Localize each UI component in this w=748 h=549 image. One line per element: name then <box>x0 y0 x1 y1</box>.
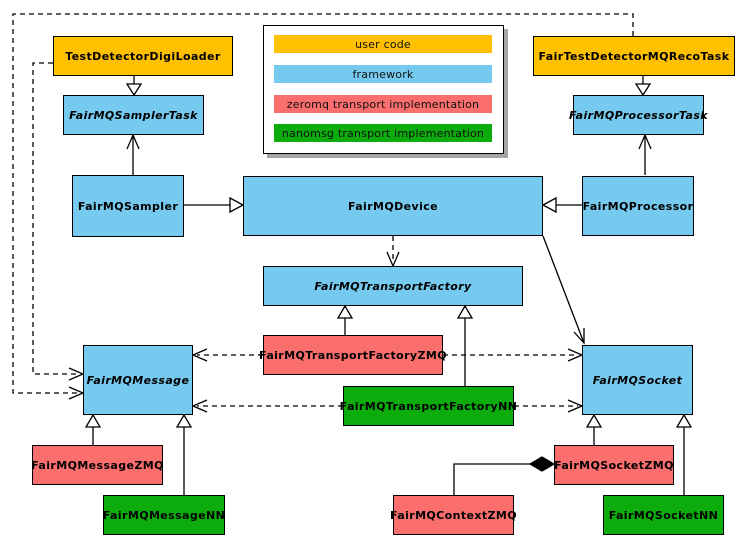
node-label: FairMQSampler <box>77 199 179 213</box>
node-fairmqcontextzmq: FairMQContextZMQ <box>390 495 517 535</box>
edge-processor-processortask <box>638 133 652 175</box>
edge-factoryzmq-socket <box>443 348 584 362</box>
legend-box: user code framework zeromq transport imp… <box>263 25 504 154</box>
edge-factoryzmq-message <box>191 348 263 362</box>
node-fairmqtransportfactoryzmq: FairMQTransportFactoryZMQ <box>259 335 447 375</box>
node-label: FairMQMessageZMQ <box>31 458 164 472</box>
node-fairmqsamplertask: FairMQSamplerTask <box>63 95 204 135</box>
edge-factorynn-factory <box>456 304 474 386</box>
legend-item-framework: framework <box>274 65 492 83</box>
node-testdetectordigiloader: TestDetectorDigiLoader <box>53 36 233 76</box>
node-label: FairMQTransportFactoryNN <box>339 399 518 413</box>
node-fairmqprocessortask: FairMQProcessorTask <box>569 95 708 135</box>
node-fairmqsocketnn: FairMQSocketNN <box>603 495 724 535</box>
node-fairmqtransportfactorynn: FairMQTransportFactoryNN <box>340 386 517 426</box>
node-fairmqsampler: FairMQSampler <box>72 175 184 237</box>
node-label: FairMQTransportFactoryZMQ <box>259 348 447 362</box>
edge-contextzmq-socketzmq <box>453 456 556 495</box>
legend-item-user-code: user code <box>274 35 492 53</box>
node-label: FairMQMessage <box>86 373 190 387</box>
edge-socketzmq-socket <box>585 413 603 445</box>
node-label: FairMQProcessorTask <box>569 108 709 122</box>
legend-label: zeromq transport implementation <box>286 97 480 111</box>
node-fairmqmessage: FairMQMessage <box>83 345 193 415</box>
edge-messagenn-message <box>175 413 193 495</box>
node-fairmqdevice: FairMQDevice <box>243 176 543 236</box>
legend-label: user code <box>355 37 411 51</box>
node-fairmqsocketzmq: FairMQSocketZMQ <box>554 445 674 485</box>
node-label: FairMQSamplerTask <box>69 108 198 122</box>
node-label: TestDetectorDigiLoader <box>65 49 221 63</box>
legend-item-nanomsg: nanomsg transport implementation <box>274 124 492 142</box>
edge-socketnn-socket <box>675 413 693 495</box>
node-fairmqprocessor: FairMQProcessor <box>582 176 694 236</box>
node-fairmqsocket: FairMQSocket <box>582 345 693 415</box>
edge-factorynn-message <box>191 399 343 413</box>
edge-sampler-samplertask <box>126 133 140 175</box>
edge-sampler-device <box>184 196 245 214</box>
edge-digiloader-samplertask <box>125 76 143 97</box>
legend-item-zeromq: zeromq transport implementation <box>274 95 492 113</box>
node-label: FairMQProcessor <box>582 199 694 213</box>
node-label: FairMQDevice <box>347 199 439 213</box>
edge-factorynn-socket <box>514 399 584 413</box>
node-label: FairMQSocket <box>592 373 683 387</box>
edge-factoryzmq-factory <box>336 304 354 335</box>
edge-device-socket <box>542 235 585 345</box>
node-label: FairTestDetectorMQRecoTask <box>538 49 730 63</box>
legend-label: framework <box>352 67 414 81</box>
node-fairtestdetectormqrecotask: FairTestDetectorMQRecoTask <box>533 36 735 76</box>
node-label: FairMQContextZMQ <box>390 508 517 522</box>
edge-device-transportfactory <box>386 236 400 268</box>
node-label: FairMQMessageNN <box>102 508 226 522</box>
node-fairmqtransportfactory: FairMQTransportFactory <box>263 266 523 306</box>
node-label: FairMQSocketZMQ <box>554 458 674 472</box>
node-fairmqmessagezmq: FairMQMessageZMQ <box>31 445 164 485</box>
legend-label: nanomsg transport implementation <box>281 126 485 140</box>
edge-processor-device <box>541 196 582 214</box>
edge-recotask-processortask <box>634 76 652 97</box>
node-label: FairMQTransportFactory <box>314 279 472 293</box>
edge-messagezmq-message <box>84 413 102 445</box>
node-label: FairMQSocketNN <box>608 508 719 522</box>
node-fairmqmessagenn: FairMQMessageNN <box>103 495 225 535</box>
